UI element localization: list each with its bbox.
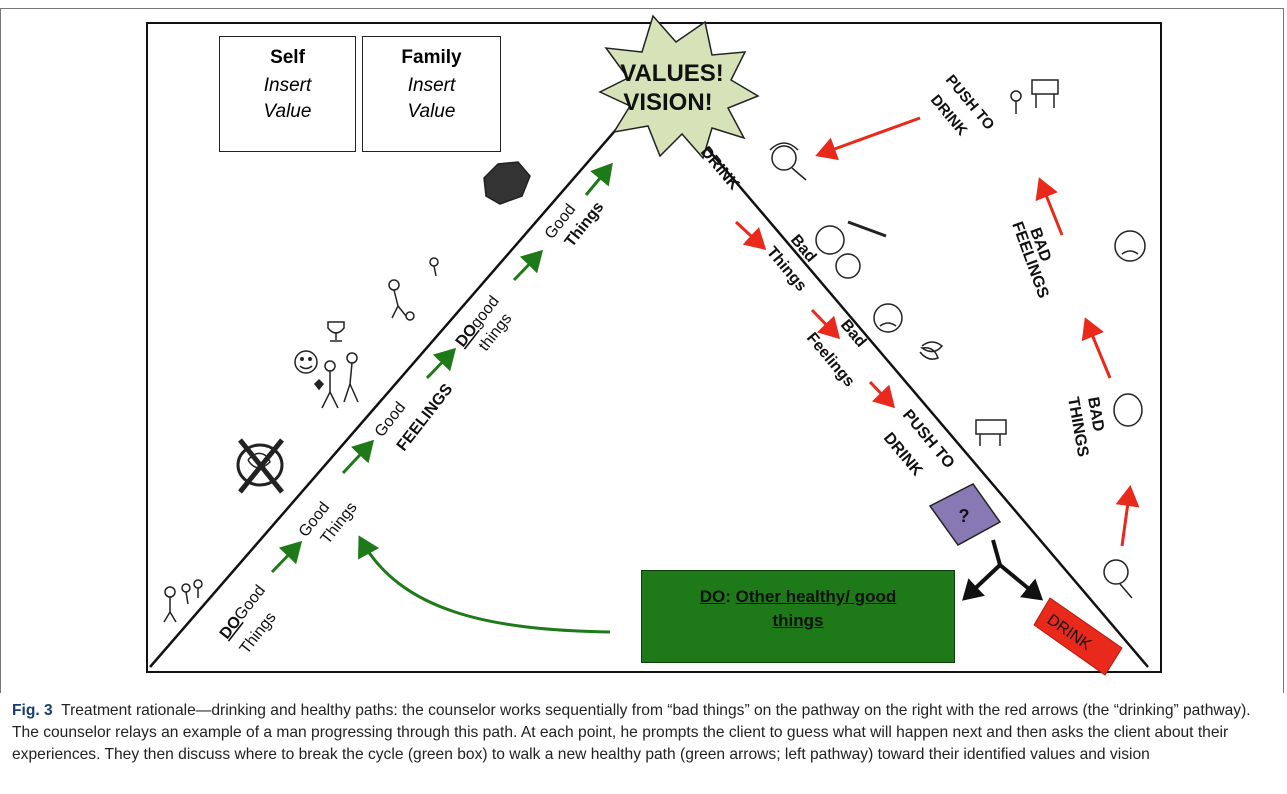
decision-point: ? DRINK	[928, 483, 1123, 676]
do-box-prefix: DO	[699, 587, 726, 606]
right-path-line	[689, 127, 1149, 668]
green-arrows	[270, 162, 613, 634]
star-line-1: VALUES!	[620, 60, 724, 87]
caption-label: Fig. 3	[12, 702, 53, 719]
step3-label-line2: FEELINGS	[394, 381, 457, 455]
bar-icon	[975, 419, 1007, 446]
crossed-out-brain-icon	[236, 438, 284, 494]
red-arrow	[1035, 177, 1064, 236]
value-box-title: Family	[401, 47, 462, 68]
red-arrow	[1081, 317, 1112, 379]
green-arrow	[584, 162, 613, 196]
couple-heart-icon	[313, 352, 359, 409]
drinking-path-labels: DRINK Bad Things Bad Feelings PUSH TO DR…	[697, 144, 958, 480]
figure-border	[0, 8, 1284, 693]
bad-feelings-label: Bad	[837, 317, 869, 351]
cycle-drinking-man-icon	[1103, 559, 1133, 599]
red-arrow	[868, 380, 896, 409]
value-box-line: Insert	[263, 75, 312, 96]
decision-stem	[991, 539, 1002, 566]
cycle-labels: PUSH TO DRINK BAD FEELINGS BAD THINGS	[927, 72, 1107, 459]
scribble-icon	[919, 341, 944, 360]
value-box-line: Insert	[407, 75, 456, 96]
stick-figures-icon	[163, 579, 203, 623]
healthy-path-labels: DOGood Things Good Things Good FEELINGS …	[217, 199, 608, 658]
loop-back-arrow	[358, 535, 611, 634]
decision-branch-right	[998, 563, 1044, 601]
value-box-title: Self	[270, 47, 305, 68]
trophy-icon	[327, 321, 345, 342]
drinking-man-icon	[769, 142, 807, 181]
green-arrow	[341, 439, 375, 475]
value-box-line: Value	[263, 101, 312, 122]
red-arrow	[815, 116, 921, 161]
do-healthy-box: DO: Other healthy/ good things	[641, 570, 955, 663]
figure-caption: Fig. 3 Treatment rationale—drinking and …	[12, 700, 1274, 766]
walking-figures-icon	[388, 257, 439, 321]
value-box-self: Self Insert Value	[219, 36, 356, 152]
cycle-bar-icon	[1010, 79, 1059, 114]
decision-diamond	[928, 483, 1002, 546]
rock-icon	[483, 161, 531, 205]
decision-branch-left	[962, 563, 1002, 601]
broken-heart-icon	[815, 220, 887, 279]
do-box-line1: Other healthy/ good	[735, 587, 897, 606]
value-box-line: Value	[407, 101, 456, 122]
star-line-2: VISION!	[623, 89, 712, 116]
caption-text: Treatment rationale—drinking and healthy…	[12, 702, 1251, 763]
cycle-bad-things-label: BAD	[1084, 396, 1107, 433]
cycle-sad-face-icon	[1114, 230, 1146, 262]
do-box-line2: things	[772, 611, 824, 630]
sad-face-icon	[873, 303, 903, 333]
red-arrow	[1115, 485, 1140, 547]
green-arrow	[270, 540, 303, 574]
decision-question: ?	[959, 506, 970, 526]
sketch-illustrations	[163, 79, 1146, 623]
red-arrow	[810, 308, 841, 340]
drink-box	[1033, 597, 1123, 676]
cycle-broken-heart-icon	[1113, 393, 1143, 427]
values-vision-star: VALUES! VISION!	[598, 14, 760, 160]
red-arrow	[734, 220, 767, 251]
red-arrows	[734, 116, 1140, 547]
do-box-separator: :	[725, 587, 736, 606]
green-arrow	[512, 249, 544, 282]
left-path-line	[149, 124, 621, 668]
smiley-face-icon	[294, 350, 318, 374]
value-box-family: Family Insert Value	[362, 36, 501, 152]
drink-label: DRINK	[697, 144, 743, 194]
green-arrow	[425, 347, 457, 380]
